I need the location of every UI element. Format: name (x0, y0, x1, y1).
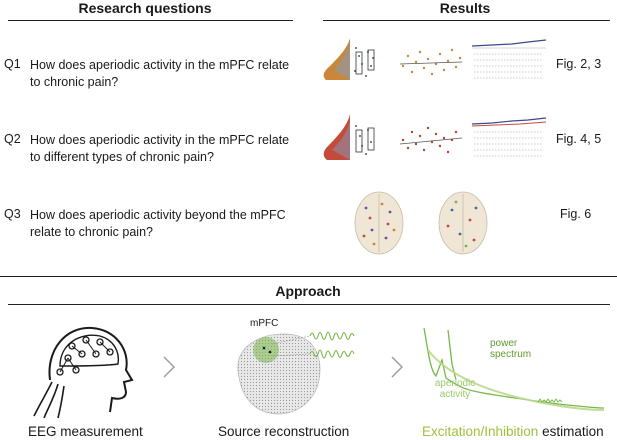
power-spectrum-plot (423, 327, 605, 411)
ei-rest-text: estimation (538, 424, 604, 439)
q2-forest-plot (471, 117, 547, 157)
chevron-right-icon-2 (391, 356, 403, 378)
question-id-q1: Q1 (4, 57, 21, 71)
source-reconstruction-caption: Source reconstruction (218, 424, 350, 439)
question-text-q1: How does aperiodic activity in the mPFC … (30, 58, 290, 89)
eeg-measurement-caption: EEG measurement (28, 424, 143, 439)
q1-scatter-plot (399, 48, 463, 76)
figure-ref-q2: Fig. 4, 5 (556, 132, 602, 146)
mpfc-label: mPFC (250, 318, 279, 329)
approach-header: Approach (275, 283, 341, 299)
results-header: Results (439, 0, 491, 16)
approach-top-rule (0, 276, 617, 277)
brain-mesh-icon (237, 331, 355, 415)
research-questions-header: Research questions (78, 0, 212, 16)
results-rule (323, 20, 610, 21)
ei-highlight-text: Excitation/Inhibition (422, 424, 539, 439)
question-id-q2: Q2 (4, 132, 21, 146)
q1-violin-plot (323, 38, 375, 80)
question-text-q3: How does aperiodic activity beyond the m… (30, 208, 286, 239)
q2-violin-plot (323, 114, 375, 160)
brain-topview-right (438, 191, 488, 255)
eeg-head-icon (33, 326, 134, 419)
figure-ref-q3: Fig. 6 (560, 207, 592, 221)
question-id-q3: Q3 (4, 207, 21, 221)
power-spectrum-label: power spectrum (490, 338, 532, 360)
chevron-right-icon (163, 356, 175, 378)
aperiodic-activity-label: aperiodic activity (434, 378, 476, 400)
approach-rule (8, 304, 610, 305)
q2-scatter-plot (399, 126, 463, 154)
question-text-q2: How does aperiodic activity in the mPFC … (30, 133, 290, 164)
figure-ref-q1: Fig. 2, 3 (556, 57, 602, 71)
q1-forest-plot (471, 39, 547, 79)
research-questions-rule (8, 20, 293, 21)
ei-estimation-caption: Excitation/Inhibition estimation (422, 424, 604, 439)
brain-topview-left (354, 191, 404, 255)
